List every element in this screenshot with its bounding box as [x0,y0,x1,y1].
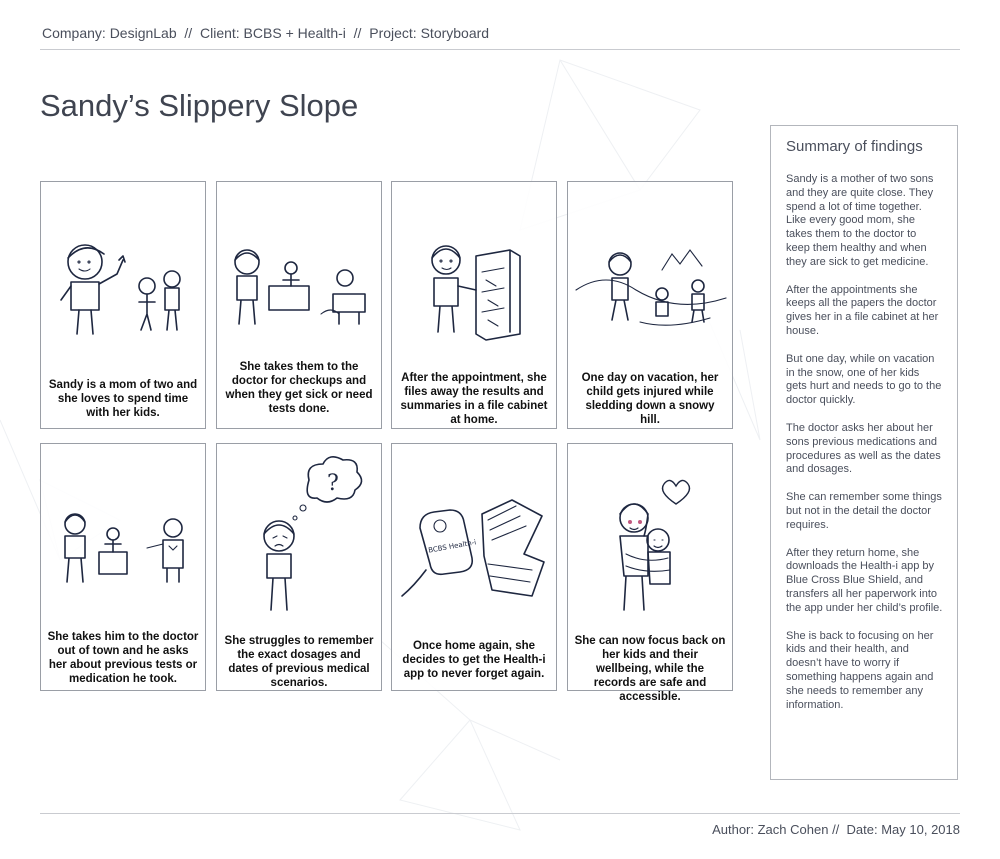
panel-caption: One day on vacation, her child gets inju… [581,372,719,426]
storyboard-panel-7: BCBS Health-i Once home again, she decid… [391,443,557,691]
footer-date: Date: May 10, 2018 [846,822,960,837]
footer-separator: // [832,822,840,837]
storyboard-panel-6: ? She struggles to remember the exact do… [216,443,382,691]
summary-heading: Summary of findings [786,138,923,155]
storyboard-grid: Sandy is a mom of two and she loves to s… [40,181,735,703]
doctor-checkup-sketch [234,249,366,325]
storyboard-panel-5: She takes him to the doctor out of town … [40,443,206,691]
summary-of-findings: Summary of findings Sandy is a mother of… [770,125,958,780]
storyboard-panel-8: She can now focus back on her kids and t… [567,443,733,703]
storyboard-panel-2: She takes them to the doctor for checkup… [216,181,382,429]
panel-caption: She struggles to remember the exact dosa… [224,635,374,689]
summary-paragraph: The doctor asks her about her sons previ… [786,421,941,476]
summary-paragraph: After they return home, she downloads th… [786,546,943,614]
summary-paragraph: She is back to focusing on her kids and … [786,629,934,711]
heart-icon [661,479,691,505]
panel-caption: Sandy is a mom of two and she loves to s… [48,379,198,419]
mom-and-kids-sketch [60,244,181,335]
header-divider [40,49,960,50]
header-separator: // [184,25,193,41]
page-title: Sandy’s Slippery Slope [40,88,359,123]
footer-author: Author: Zach Cohen [712,822,829,837]
phone-app-label: BCBS Health-i [428,538,477,554]
panel-caption: After the appointment, she files away th… [400,372,548,426]
header-project: Project: Storyboard [369,25,490,41]
storyboard-panel-3: After the appointment, she files away th… [391,181,557,429]
footer-divider [40,813,960,814]
health-i-app-sketch: BCBS Health-i [401,499,545,597]
header-breadcrumb: Company: DesignLab // Client: BCBS + Hea… [42,25,489,41]
snowy-hill-sketch [575,249,727,326]
panel-caption: Once home again, she decides to get the … [402,640,546,680]
panel-caption: She can now focus back on her kids and t… [574,635,726,703]
summary-paragraph: But one day, while on vacation in the sn… [786,352,942,407]
summary-paragraph: Sandy is a mother of two sons and they a… [786,173,934,268]
thinking-mom-sketch: ? [263,456,363,611]
panel-caption: She takes them to the doctor for checkup… [225,361,373,415]
thought-question-mark: ? [327,471,339,496]
header-company: Company: DesignLab [42,25,177,41]
summary-paragraph: After the appointments she keeps all the… [786,283,939,337]
header-client: Client: BCBS + Health-i [199,25,346,41]
summary-paragraph: She can remember some things but not in … [786,491,942,531]
panel-caption: She takes him to the doctor out of town … [47,631,199,685]
file-cabinet-sketch [431,245,521,341]
storyboard-panel-1: Sandy is a mom of two and she loves to s… [40,181,206,429]
doctor-out-of-town-sketch [64,513,184,583]
hug-with-heart-sketch [619,479,691,611]
storyboard-panel-4: One day on vacation, her child gets inju… [567,181,733,429]
header-separator: // [353,25,362,41]
footer-credits: Author: Zach Cohen // Date: May 10, 2018 [712,822,960,837]
